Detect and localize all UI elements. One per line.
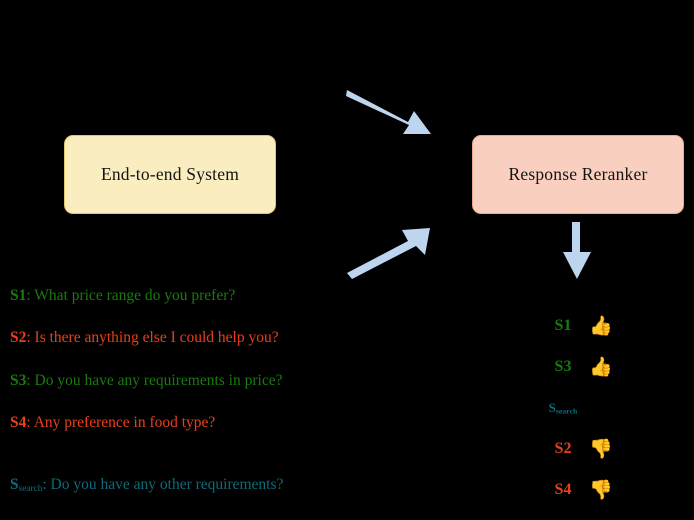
- rank-item-label: S2: [554, 440, 572, 458]
- sentence-label: S2: [10, 329, 27, 347]
- sentence-label: S: [10, 476, 19, 494]
- list-item: S3 👍: [540, 354, 660, 381]
- node-end-to-end-system-label: End-to-end System: [100, 164, 240, 184]
- list-item: Ssearch: [540, 395, 660, 422]
- sentence-label: S1: [10, 287, 27, 304]
- sentence-label: S3: [10, 371, 27, 389]
- thumbs-up-icon: 👍: [589, 357, 613, 378]
- list-item: S4: Any preference in food type?: [10, 415, 350, 432]
- sentence-text: : Is there anything else I could help yo…: [26, 329, 279, 347]
- rank-item-subscript: search: [555, 406, 578, 416]
- thumbs-up-icon: 👍: [589, 316, 613, 337]
- sentence-label: S4: [10, 413, 27, 431]
- sentence-text: : What price range do you prefer?: [26, 287, 236, 304]
- rank-item-label: S1: [554, 317, 572, 335]
- rank-item-label: S3: [554, 358, 572, 376]
- list-item: Ssearch: Do you have any other requireme…: [10, 477, 350, 494]
- arrow-to-reranker-bottom-icon: [347, 228, 430, 279]
- sentence-text: : Any preference in food type?: [26, 413, 216, 431]
- candidate-sentence-list: S1: What price range do you prefer? S2: …: [10, 288, 350, 520]
- node-end-to-end-system[interactable]: End-to-end System: [64, 135, 276, 214]
- rank-item-label: Ssearch: [548, 400, 578, 416]
- list-item: S4 👎: [540, 477, 660, 504]
- node-response-reranker[interactable]: Response Reranker: [472, 135, 684, 214]
- node-response-reranker-label: Response Reranker: [508, 164, 648, 184]
- thumbs-down-icon: 👎: [589, 480, 613, 501]
- sentence-text: : Do you have any other requirements?: [42, 476, 284, 494]
- arrow-reranker-output-icon: [563, 222, 591, 279]
- list-item: S2: Is there anything else I could help …: [10, 330, 350, 347]
- diagram-canvas: End-to-end System Response Reranker S1: …: [10, 90, 684, 498]
- sentence-label-subscript: search: [18, 484, 43, 495]
- thumbs-down-icon: 👎: [589, 439, 613, 460]
- list-item: S1 👍: [540, 313, 660, 340]
- list-item: S2 👎: [540, 436, 660, 463]
- rank-item-label: S4: [554, 481, 572, 499]
- reranked-output-list: S1 👍 S3 👍 Ssearch S2 👎 S4 👎: [540, 313, 660, 518]
- sentence-text: : Do you have any requirements in price?: [26, 371, 283, 389]
- list-item: S3: Do you have any requirements in pric…: [10, 371, 350, 390]
- arrow-to-reranker-top-icon: [346, 90, 431, 134]
- list-item: S1: What price range do you prefer?: [10, 288, 350, 305]
